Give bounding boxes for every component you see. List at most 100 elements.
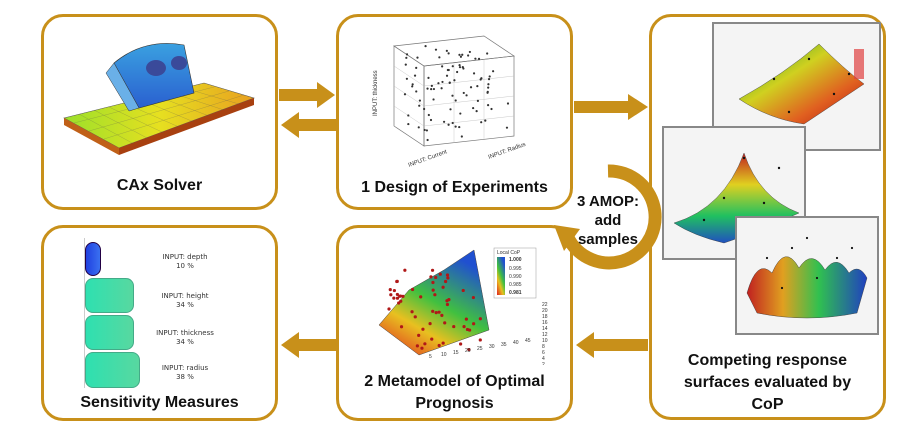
amop-line3: samples	[577, 231, 639, 248]
mop-sample-point	[419, 295, 423, 299]
arrow-doe-to-cax	[281, 112, 337, 138]
mop-sample-point	[443, 321, 447, 325]
sensitivity-label-height: INPUT: height	[161, 292, 209, 300]
cax-caption: CAx Solver	[116, 177, 203, 194]
mop-y-tick: 14	[542, 326, 548, 332]
mop-sample-point	[461, 288, 465, 293]
doe-sample-point	[492, 70, 495, 73]
mop-y-tick: 12	[542, 332, 548, 338]
doe-sample-point	[407, 114, 410, 117]
mop-y-tick: 8	[542, 344, 545, 350]
doe-sample-point	[458, 125, 461, 129]
doe-sample-point	[407, 122, 410, 126]
doe-sample-point	[476, 85, 479, 88]
doe-sample-point	[462, 91, 465, 95]
mop-sample-point	[431, 288, 435, 292]
doe-sample-point	[459, 55, 463, 58]
doe-sample-point	[447, 68, 450, 72]
mop-sample-point	[389, 293, 393, 297]
sensitivity-label-depth: INPUT: depth	[162, 253, 208, 261]
mop-sample-point	[447, 298, 451, 302]
mop-sample-point	[452, 324, 456, 329]
sensitivity-bar-depth	[85, 242, 101, 276]
doe-sample-point	[440, 87, 443, 90]
mop-sample-point	[395, 279, 399, 284]
doe-sample-point	[460, 135, 463, 138]
rs-caption-line1: Competing response	[687, 352, 848, 369]
sensitivity-pct-depth: 10 %	[176, 262, 194, 270]
amop-line1: 3 AMOP:	[577, 193, 639, 210]
doe-sample-point	[480, 77, 483, 80]
doe-sample-point	[506, 102, 510, 105]
doe-sample-point	[445, 74, 449, 77]
mop-y-tick: 6	[542, 350, 545, 356]
doe-sample-point	[429, 118, 433, 122]
panel-sensitivity-measures: INPUT: depth 10 % INPUT: height 34 % INP…	[41, 225, 278, 421]
mop-sample-point	[472, 322, 476, 326]
mop-legend-v0: 1.000	[509, 257, 522, 263]
doe-sample-point	[423, 128, 426, 132]
mop-x-tick: 35	[501, 342, 507, 348]
doe-sample-point	[454, 125, 457, 128]
doe-scatter-cube: INPUT: thickness INPUT: Current INPUT: R…	[373, 35, 527, 169]
sensitivity-bar-radius	[85, 352, 140, 388]
amop-label: 3 AMOP: add samples	[562, 192, 654, 249]
mop-sample-point	[392, 288, 396, 293]
mop-sample-point	[397, 301, 401, 305]
doe-sample-point	[453, 79, 456, 82]
doe-sample-point	[432, 98, 435, 101]
sensitivity-bar-height	[85, 278, 134, 313]
doe-sample-point	[490, 107, 493, 111]
mop-sample-point	[428, 322, 432, 326]
mop-legend-v1: 0.995	[509, 266, 522, 272]
doe-sample-point	[505, 126, 509, 129]
mop-legend-title: Local CoP	[497, 250, 521, 256]
mop-sample-point	[417, 333, 421, 337]
mop-sample-point	[410, 287, 415, 292]
mop-sample-point	[445, 302, 450, 307]
doe-sample-point	[484, 119, 487, 122]
mop-y-tick: 16	[542, 320, 548, 326]
doe-sample-point	[405, 56, 408, 59]
amop-loop-arrow	[554, 164, 662, 270]
arrow-mop-to-sens	[281, 332, 337, 358]
mop-sample-point	[423, 342, 427, 346]
doe-sample-point	[487, 86, 490, 89]
doe-sample-point	[469, 86, 473, 89]
mop-y-tick: 4	[542, 356, 545, 362]
mop-legend-v3: 0.985	[509, 282, 522, 288]
mop-sample-point	[430, 337, 434, 341]
mop-legend-v4: 0.981	[509, 290, 522, 296]
doe-sample-point	[417, 126, 420, 129]
sensitivity-pct-radius: 38 %	[176, 373, 194, 381]
doe-sample-point	[427, 113, 430, 117]
mop-sample-point	[437, 310, 441, 314]
doe-sample-point	[486, 91, 489, 94]
doe-sample-point	[426, 87, 429, 90]
mop-sample-point	[467, 328, 472, 332]
doe-sample-point	[486, 52, 489, 55]
doe-xlabel: INPUT: Current	[408, 149, 449, 169]
doe-sample-point	[465, 94, 468, 97]
doe-caption: 1 Design of Experiments	[361, 179, 548, 196]
doe-sample-point	[486, 104, 490, 107]
doe-sample-point	[430, 84, 433, 87]
mop-sample-point	[420, 346, 424, 350]
doe-sample-point	[451, 65, 454, 68]
doe-sample-point	[441, 65, 444, 68]
mop-sample-point	[438, 272, 442, 276]
doe-sample-point	[449, 108, 452, 111]
sensitivity-pct-thickness: 34 %	[176, 338, 194, 346]
mop-sample-point	[441, 285, 445, 289]
rs-caption-line2: surfaces evaluated by	[683, 374, 852, 391]
doe-sample-point	[418, 99, 421, 102]
mop-y-tick: 2	[542, 362, 545, 365]
doe-sample-point	[424, 45, 427, 48]
mop-x-tick: 10	[441, 352, 447, 358]
doe-sample-point	[411, 85, 414, 88]
panel-metamodel: Local CoP 1.000 0.995 0.990 0.985 0.981 …	[336, 225, 573, 421]
doe-sample-point	[488, 75, 491, 78]
mop-sample-point	[395, 292, 399, 297]
mop-sample-point	[430, 268, 435, 272]
doe-sample-point	[403, 93, 407, 96]
